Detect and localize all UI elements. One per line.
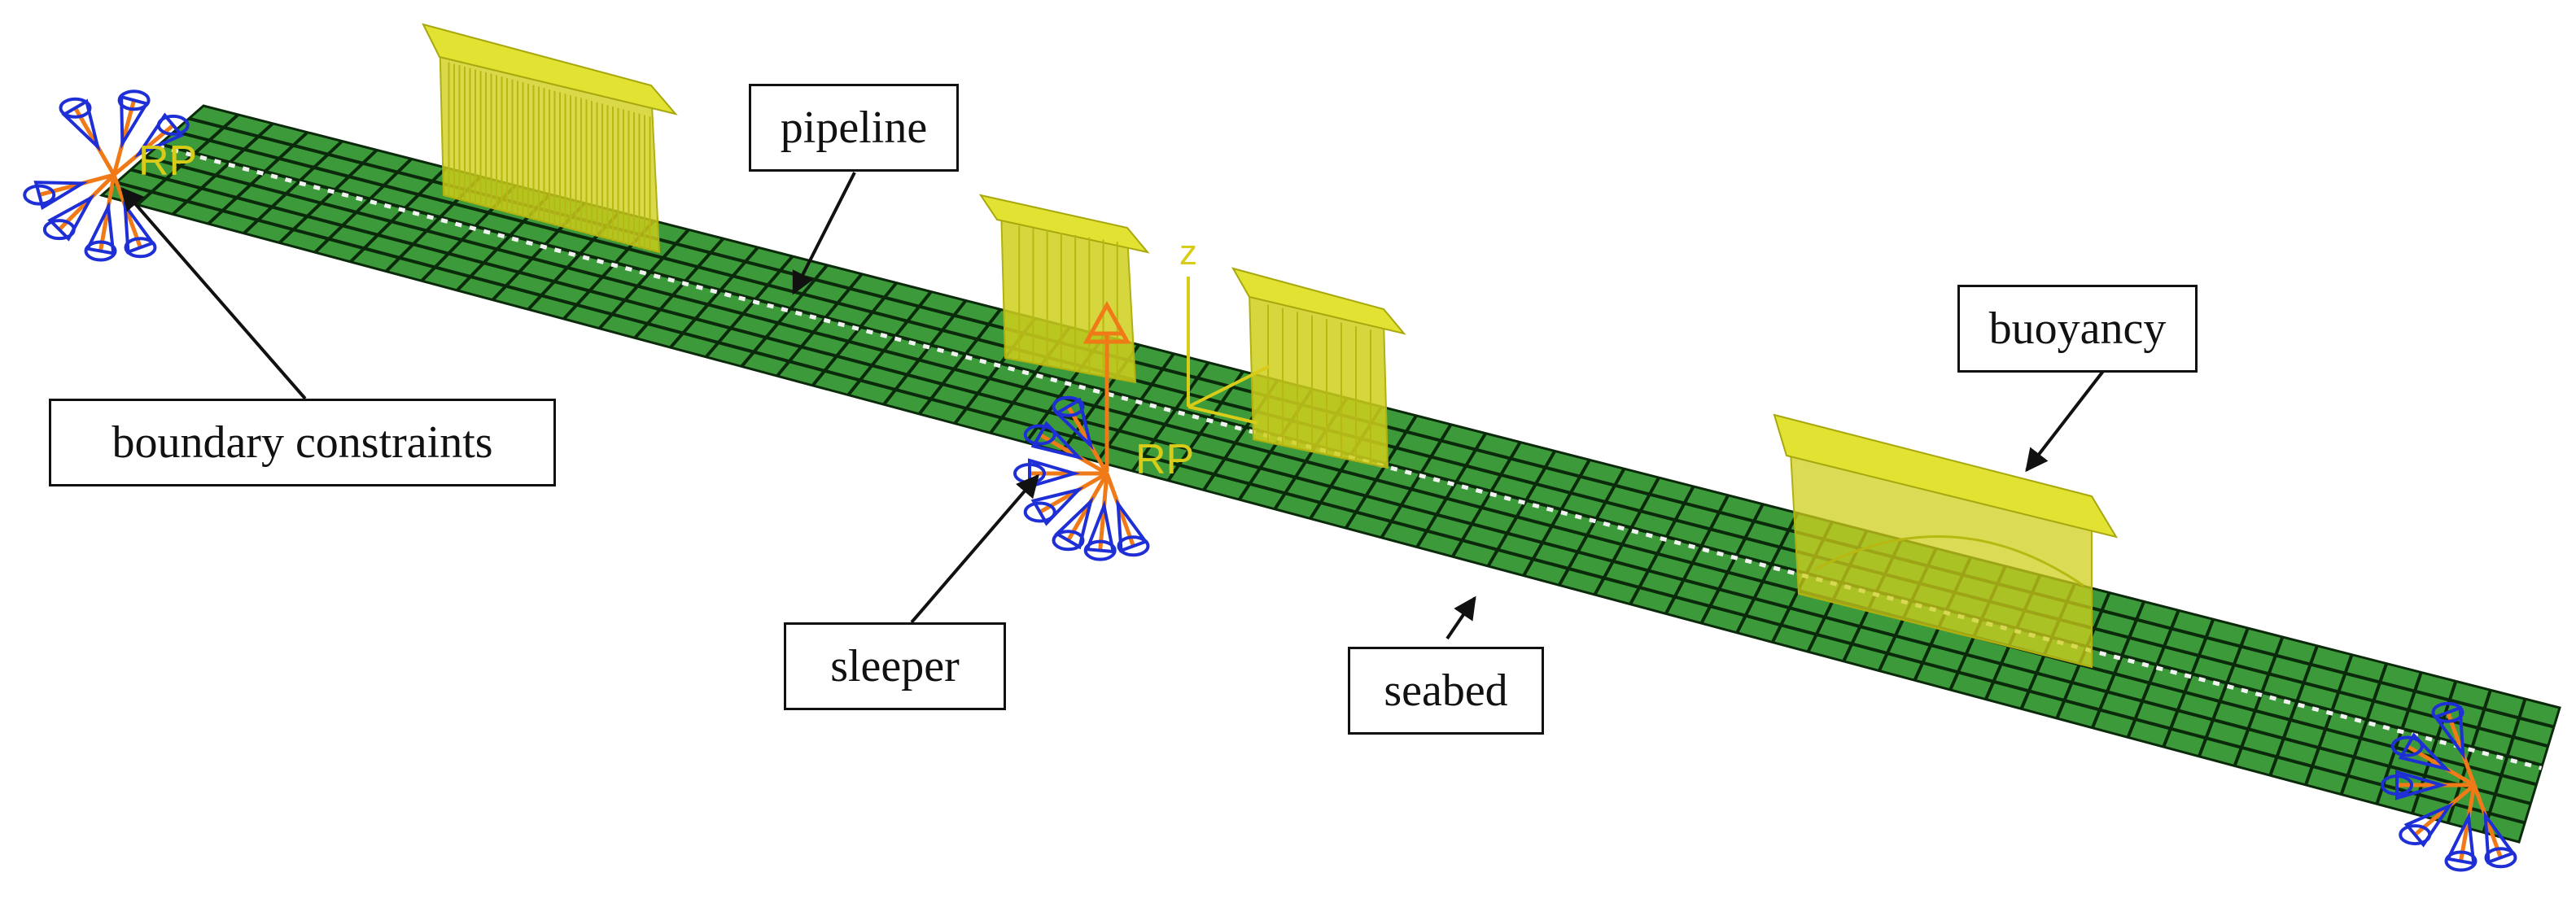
sleeper-leader bbox=[910, 473, 1039, 624]
pipeline-callout: pipeline bbox=[749, 84, 959, 172]
pipeline-label: pipeline bbox=[780, 103, 928, 153]
sleeper-constraint-icon bbox=[1013, 395, 1150, 561]
seabed-callout: seabed bbox=[1348, 647, 1544, 735]
buoyancy-block-2 bbox=[978, 194, 1150, 384]
buoyancy-block-3 bbox=[1231, 267, 1406, 469]
seabed-label: seabed bbox=[1384, 665, 1508, 716]
buoyancy-label: buoyancy bbox=[1988, 303, 2167, 354]
buoyancy-block-1 bbox=[422, 23, 678, 254]
seabed-mesh bbox=[98, 104, 2561, 844]
rp-marker-left: RP bbox=[138, 137, 197, 185]
boundary-constraints-callout: boundary constraints bbox=[49, 399, 556, 486]
buoyancy-leader bbox=[2025, 369, 2106, 473]
boundary-constraint-left-icon bbox=[23, 89, 190, 262]
sleeper-callout: sleeper bbox=[784, 622, 1006, 710]
coordinate-triad bbox=[1187, 277, 1271, 425]
leader-lines bbox=[120, 172, 2106, 640]
pipeline-leader bbox=[792, 172, 856, 295]
boundary-leader bbox=[120, 186, 307, 400]
axis-z-label: z bbox=[1179, 233, 1197, 273]
sleeper-label: sleeper bbox=[830, 641, 960, 691]
seabed-leader bbox=[1445, 595, 1476, 640]
buoyancy-callout: buoyancy bbox=[1957, 285, 2198, 373]
buoyancy-block-4 bbox=[1773, 413, 2119, 669]
boundary-constraint-right-icon bbox=[2381, 701, 2517, 872]
rp-marker-center: RP bbox=[1135, 436, 1194, 483]
boundary-constraints-label: boundary constraints bbox=[112, 417, 493, 468]
sleeper-reference-arrow bbox=[1082, 300, 1131, 472]
